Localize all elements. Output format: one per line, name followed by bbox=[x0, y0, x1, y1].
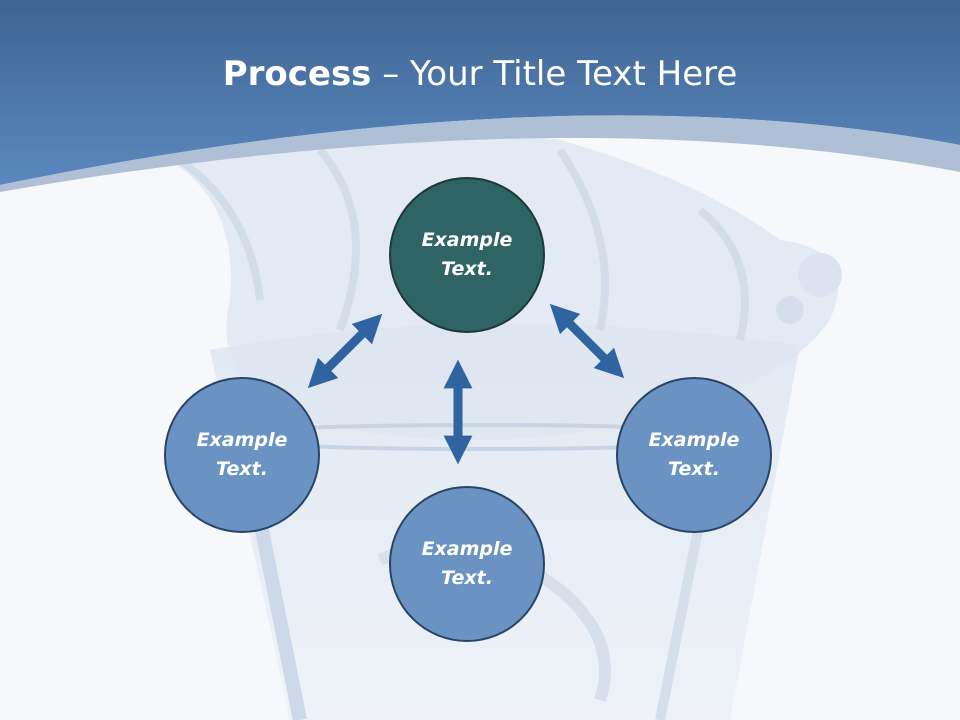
node-label-line2: Text. bbox=[441, 567, 493, 589]
node-label-line1: Example bbox=[648, 429, 740, 451]
title-bold: Process bbox=[222, 54, 372, 94]
node-label-line1: Example bbox=[196, 429, 288, 451]
node-label-line1: Example bbox=[421, 538, 513, 560]
header-band bbox=[0, 0, 960, 185]
node-label-line1: Example bbox=[421, 229, 513, 251]
node-label-line2: Text. bbox=[668, 458, 720, 480]
header-swoosh bbox=[0, 115, 960, 192]
node-label-line2: Text. bbox=[441, 258, 493, 280]
page-title: Process – Your Title Text Here bbox=[0, 52, 960, 96]
node-label-line2: Text. bbox=[216, 458, 268, 480]
arrow-top-right bbox=[549, 303, 625, 379]
title-rest: – Your Title Text Here bbox=[371, 54, 738, 94]
arrow-top-left bbox=[307, 313, 383, 389]
